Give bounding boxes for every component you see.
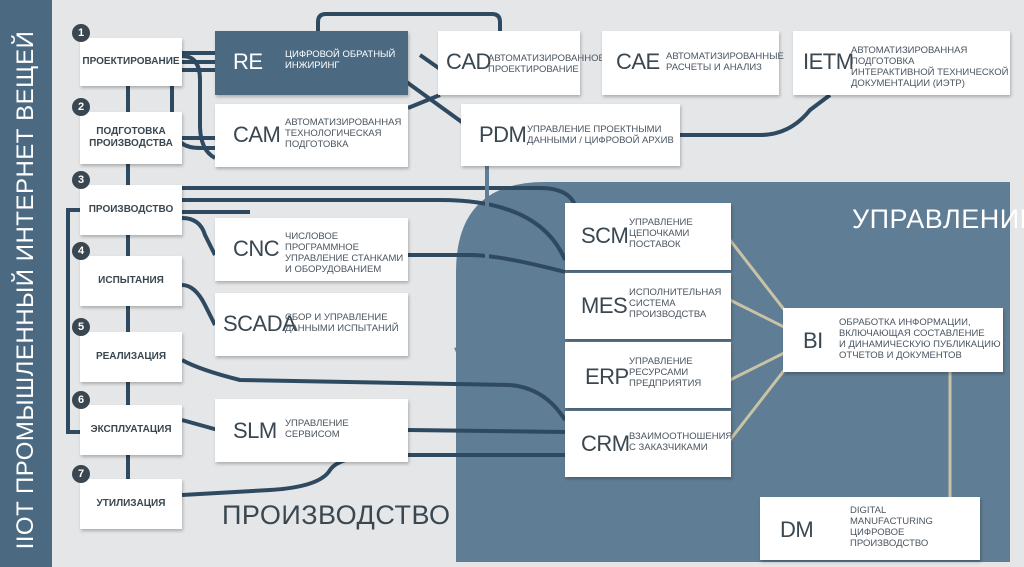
stage-production: ПРОИЗВОДСТВО: [80, 185, 182, 235]
stage-number-4: 4: [72, 242, 90, 260]
production-region-title: ПРОИЗВОДСТВО: [222, 500, 451, 530]
system-cnc-desc: ЧИСЛОВОЕ ПРОГРАММНОЕ УПРАВЛЕНИЕ СТАНКАМИ…: [285, 231, 404, 275]
sidebar-title: IIOT ПРОМЫШЛЕННЫЙ ИНТЕРНЕТ ВЕЩЕЙ: [12, 30, 39, 550]
system-scm-abbr: SCM: [581, 223, 629, 248]
system-mes-abbr: MES: [581, 293, 628, 318]
stage-number-7: 7: [72, 465, 90, 483]
system-slm-desc: УПРАВЛЕНИЕ СЕРВИСОМ: [285, 418, 349, 440]
stage-number-3: 3: [72, 171, 90, 189]
system-cae-desc: АВТОМАТИЗИРОВАННЫЕ РАСЧЕТЫ И АНАЛИЗ: [666, 51, 784, 73]
system-crm: CRM ВЗАИМООТНОШЕНИЯ С ЗАКАЗЧИКАМИ: [565, 411, 733, 477]
stage-disposal: УТИЛИЗАЦИЯ: [80, 479, 182, 529]
system-bi-abbr: BI: [803, 328, 823, 353]
system-bi: BI ОБРАБОТКА ИНФОРМАЦИИ, ВКЛЮЧАЮЩАЯ СОСТ…: [783, 308, 1003, 372]
system-scada-abbr: SCADA: [223, 311, 297, 336]
system-scm-desc: УПРАВЛЕНИЕ ЦЕПОЧКАМИ ПОСТАВОК: [629, 217, 693, 250]
system-pdm-abbr: PDM: [479, 122, 527, 147]
stage-design: ПРОЕКТИРОВАНИЕ: [80, 38, 182, 86]
system-cam-desc: АВТОМАТИЗИРОВАННАЯ ТЕХНОЛОГИЧЕСКАЯ ПОДГО…: [285, 117, 402, 150]
stage-number-5: 5: [72, 318, 90, 336]
system-cam: CAM АВТОМАТИЗИРОВАННАЯ ТЕХНОЛОГИЧЕСКАЯ П…: [215, 104, 408, 167]
system-dm: DM DIGITAL MANUFACTURING ЦИФРОВОЕ ПРОИЗВ…: [760, 497, 980, 560]
system-slm: SLM УПРАВЛЕНИЕ СЕРВИСОМ: [215, 399, 408, 462]
system-cam-abbr: CAM: [233, 122, 281, 147]
system-crm-desc: ВЗАИМООТНОШЕНИЯ С ЗАКАЗЧИКАМИ: [629, 431, 733, 453]
stage-production-prep: ПОДГОТОВКА ПРОИЗВОДСТВА: [80, 112, 182, 164]
system-bi-desc: ОБРАБОТКА ИНФОРМАЦИИ, ВКЛЮЧАЮЩАЯ СОСТАВЛ…: [839, 317, 1001, 361]
system-scada-desc: СБОР И УПРАВЛЕНИЕ ДАННЫМИ ИСПЫТАНИЙ: [285, 312, 399, 334]
system-pdm: PDM УПРАВЛЕНИЕ ПРОЕКТНЫМИ ДАННЫМИ / ЦИФР…: [461, 104, 680, 166]
stage-number-6: 6: [72, 391, 90, 409]
system-re: RE ЦИФРОВОЙ ОБРАТНЫЙ ИНЖИРИНГ: [215, 31, 408, 95]
system-slm-abbr: SLM: [233, 418, 277, 443]
pdm-link-line: [454, 166, 489, 352]
system-dm-desc: DIGITAL MANUFACTURING ЦИФРОВОЕ ПРОИЗВОДС…: [850, 505, 933, 549]
system-cae: CAE АВТОМАТИЗИРОВАННЫЕ РАСЧЕТЫ И АНАЛИЗ: [602, 31, 784, 95]
system-ietm-desc: АВТОМАТИЗИРОВАННАЯ ПОДГОТОВКА ИНТЕРАКТИВ…: [851, 45, 1009, 89]
system-cnc-abbr: CNC: [233, 236, 280, 261]
stage-sales: РЕАЛИЗАЦИЯ: [80, 332, 182, 382]
system-cad: CAD АВТОМАТИЗИРОВАННОЕ ПРОЕКТИРОВАНИЕ: [438, 31, 605, 95]
system-cad-desc: АВТОМАТИЗИРОВАННОЕ ПРОЕКТИРОВАНИЕ: [488, 53, 605, 75]
system-scm: SCM УПРАВЛЕНИЕ ЦЕПОЧКАМИ ПОСТАВОК: [565, 203, 731, 270]
system-pdm-desc: УПРАВЛЕНИЕ ПРОЕКТНЫМИ ДАННЫМИ / ЦИФРОВОЙ…: [527, 124, 674, 146]
system-ietm: IETM АВТОМАТИЗИРОВАННАЯ ПОДГОТОВКА ИНТЕР…: [793, 31, 1010, 95]
system-erp: ERP УПРАВЛЕНИЕ РЕСУРСАМИ ПРЕДПРИЯТИЯ: [565, 342, 731, 408]
system-erp-desc: УПРАВЛЕНИЕ РЕСУРСАМИ ПРЕДПРИЯТИЯ: [629, 356, 702, 389]
system-crm-abbr: CRM: [581, 431, 630, 456]
system-cad-abbr: CAD: [446, 49, 491, 74]
stage-operation: ЭКСПЛУАТАЦИЯ: [80, 405, 182, 455]
system-cnc: CNC ЧИСЛОВОЕ ПРОГРАММНОЕ УПРАВЛЕНИЕ СТАН…: [215, 218, 408, 281]
system-mes-desc: ИСПОЛНИТЕЛЬНАЯ СИСТЕМА ПРОИЗВОДСТВА: [629, 287, 722, 320]
stage-number-2: 2: [72, 98, 90, 116]
stage-loop-line: [66, 208, 82, 434]
stage-testing: ИСПЫТАНИЯ: [80, 256, 182, 306]
sidebar: IIOT ПРОМЫШЛЕННЫЙ ИНТЕРНЕТ ВЕЩЕЙ: [0, 0, 52, 567]
stage-number-1: 1: [72, 24, 90, 42]
system-mes: MES ИСПОЛНИТЕЛЬНАЯ СИСТЕМА ПРОИЗВОДСТВА: [565, 273, 731, 339]
system-re-abbr: RE: [233, 49, 263, 74]
system-ietm-abbr: IETM: [803, 49, 854, 74]
system-re-desc: ЦИФРОВОЙ ОБРАТНЫЙ ИНЖИРИНГ: [285, 49, 396, 71]
system-dm-abbr: DM: [780, 517, 814, 542]
management-region-title: УПРАВЛЕНИЕ: [852, 204, 1024, 234]
system-erp-abbr: ERP: [585, 364, 629, 389]
system-cae-abbr: CAE: [616, 49, 660, 74]
system-scada: SCADA СБОР И УПРАВЛЕНИЕ ДАННЫМИ ИСПЫТАНИ…: [215, 293, 408, 356]
